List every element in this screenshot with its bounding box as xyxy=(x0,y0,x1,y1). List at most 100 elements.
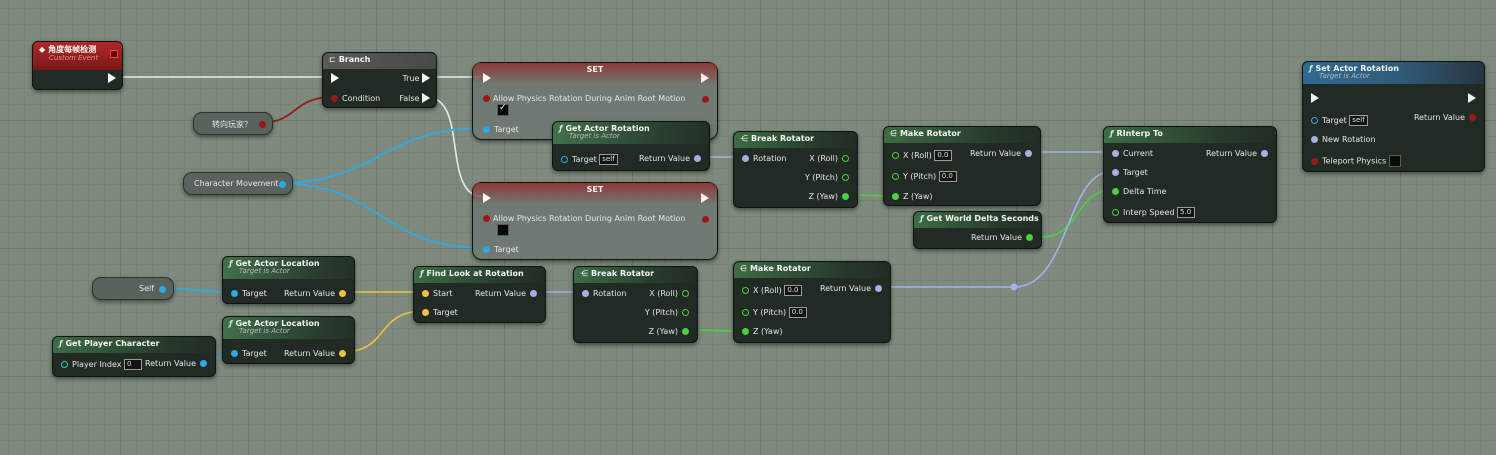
branch-node[interactable]: ⊏Branch True Condition False xyxy=(322,52,437,108)
get-rot-ret-pin-icon[interactable] xyxy=(694,155,701,162)
var-node-character-movement[interactable]: Character Movement xyxy=(183,172,293,195)
break2-rotation-pin-icon[interactable] xyxy=(582,290,589,297)
set1-target-pin-icon[interactable] xyxy=(483,126,490,133)
get-rot-target-pin-icon[interactable] xyxy=(561,156,568,163)
exec-out-pin-icon[interactable] xyxy=(108,73,116,83)
branch-condition-label: Condition xyxy=(342,94,381,103)
setrot-target-field[interactable]: self xyxy=(1349,115,1368,126)
make1-y-field[interactable]: 0.0 xyxy=(938,171,957,182)
set1-exec-in-pin-icon[interactable] xyxy=(483,73,491,83)
make2-y-pin-icon[interactable] xyxy=(742,309,749,316)
event-subtitle: Custom Event xyxy=(49,54,99,62)
make2-y-field[interactable]: 0.0 xyxy=(788,307,807,318)
setrot-teleport-checkbox[interactable] xyxy=(1388,155,1401,167)
set2-exec-in-pin-icon[interactable] xyxy=(483,193,491,203)
setrot-teleport-label: Teleport Physics xyxy=(1322,156,1387,166)
object-out-pin-icon[interactable] xyxy=(279,181,286,188)
var-node-self[interactable]: Self xyxy=(92,277,174,300)
exec-true-pin-icon[interactable] xyxy=(422,73,430,83)
break2-title: Break Rotator xyxy=(591,269,655,278)
set2-prop-pin-icon[interactable] xyxy=(483,215,490,222)
loc2-target-pin-icon[interactable] xyxy=(231,350,238,357)
get-rot-target-field[interactable]: self xyxy=(599,154,618,165)
break1-z-pin-icon[interactable] xyxy=(842,193,849,200)
break-rotator-node-2[interactable]: ⋲Break Rotator Rotation X (Roll) Y (Pitc… xyxy=(573,266,698,343)
set1-checkbox[interactable] xyxy=(497,103,509,116)
loc1-subtitle: Target is Actor xyxy=(239,267,290,275)
rinterp-target-pin-icon[interactable] xyxy=(1112,169,1119,176)
make-rotator-node-2[interactable]: ⋳Make Rotator X (Roll) 0.0 Return Value … xyxy=(733,261,891,343)
self-out-pin-icon[interactable] xyxy=(159,286,166,293)
loc1-target-pin-icon[interactable] xyxy=(231,290,238,297)
custom-event-node[interactable]: ◆角度每帧检测 Custom Event xyxy=(32,41,123,90)
rinterp-speed-pin-icon[interactable] xyxy=(1112,209,1119,216)
make2-header: ⋳Make Rotator xyxy=(734,262,890,278)
setrot-exec-in-pin-icon[interactable] xyxy=(1311,93,1319,103)
rinterp-delta-pin-icon[interactable] xyxy=(1112,188,1119,195)
set2-target-pin-icon[interactable] xyxy=(483,246,490,253)
set2-prop-out-pin-icon[interactable] xyxy=(702,216,709,223)
gpc-index-pin-icon[interactable] xyxy=(61,361,68,368)
condition-pin-icon[interactable] xyxy=(331,95,338,102)
gpc-ret-pin-icon[interactable] xyxy=(200,360,207,367)
set2-exec-out-pin-icon[interactable] xyxy=(701,193,709,203)
loc2-ret-pin-icon[interactable] xyxy=(339,350,346,357)
set1-exec-out-pin-icon[interactable] xyxy=(701,73,709,83)
look-start-pin-icon[interactable] xyxy=(422,290,429,297)
set-node-2[interactable]: SET Allow Physics Rotation During Anim R… xyxy=(472,182,718,260)
break2-y-pin-icon[interactable] xyxy=(682,309,689,316)
make2-x-label: X (Roll) xyxy=(753,286,782,295)
exec-in-pin-icon[interactable] xyxy=(331,73,339,83)
break1-y-pin-icon[interactable] xyxy=(842,174,849,181)
make2-x-pin-icon[interactable] xyxy=(742,287,749,294)
set1-prop-out-pin-icon[interactable] xyxy=(702,96,709,103)
bool-out-pin-icon[interactable] xyxy=(259,121,266,128)
break-rotator-node-1[interactable]: ⋲Break Rotator Rotation X (Roll) Y (Pitc… xyxy=(733,131,858,208)
delta-ret-label: Return Value xyxy=(970,233,1022,242)
set2-checkbox[interactable] xyxy=(497,224,509,236)
break2-z-pin-icon[interactable] xyxy=(682,328,689,335)
setrot-teleport-pin-icon[interactable] xyxy=(1311,157,1318,165)
exec-false-pin-icon[interactable] xyxy=(422,93,430,103)
delegate-pin-icon[interactable] xyxy=(110,50,118,58)
look-ret-pin-icon[interactable] xyxy=(530,290,537,297)
make2-z-pin-icon[interactable] xyxy=(742,328,749,335)
rinterp-speed-field[interactable]: 5.0 xyxy=(1177,207,1196,218)
delta-ret-pin-icon[interactable] xyxy=(1026,234,1033,241)
rinterp-current-pin-icon[interactable] xyxy=(1112,150,1119,157)
setrot-ret-label: Return Value xyxy=(1413,113,1465,122)
var-node-turn-to-player[interactable]: 转向玩家？ xyxy=(193,112,273,135)
loc1-ret-pin-icon[interactable] xyxy=(339,290,346,297)
gpc-index-field[interactable]: 0 xyxy=(124,359,143,370)
make1-z-pin-icon[interactable] xyxy=(892,193,899,200)
setrot-newrot-pin-icon[interactable] xyxy=(1311,136,1318,143)
make1-x-pin-icon[interactable] xyxy=(892,152,899,159)
look-target-pin-icon[interactable] xyxy=(422,309,429,316)
break2-x-pin-icon[interactable] xyxy=(682,290,689,297)
break1-rotation-pin-icon[interactable] xyxy=(742,155,749,162)
break1-x-pin-icon[interactable] xyxy=(842,155,849,162)
function-icon: ƒ xyxy=(229,319,233,328)
make1-y-pin-icon[interactable] xyxy=(892,173,899,180)
set1-prop-pin-icon[interactable] xyxy=(483,95,490,102)
make1-ret-pin-icon[interactable] xyxy=(1025,150,1032,157)
make1-x-field[interactable]: 0.0 xyxy=(934,150,953,161)
setrot-exec-out-pin-icon[interactable] xyxy=(1468,93,1476,103)
rinterp-current-label: Current xyxy=(1123,149,1154,158)
rinterp-ret-pin-icon[interactable] xyxy=(1261,150,1268,157)
make2-ret-pin-icon[interactable] xyxy=(875,285,882,292)
make-rotator-node-1[interactable]: ⋳Make Rotator X (Roll) 0.0 Return Value … xyxy=(883,126,1041,206)
setrot-ret-pin-icon[interactable] xyxy=(1469,114,1476,121)
make2-x-field[interactable]: 0.0 xyxy=(784,285,803,296)
setrot-target-pin-icon[interactable] xyxy=(1311,117,1318,124)
break2-x-label: X (Roll) xyxy=(649,289,678,298)
